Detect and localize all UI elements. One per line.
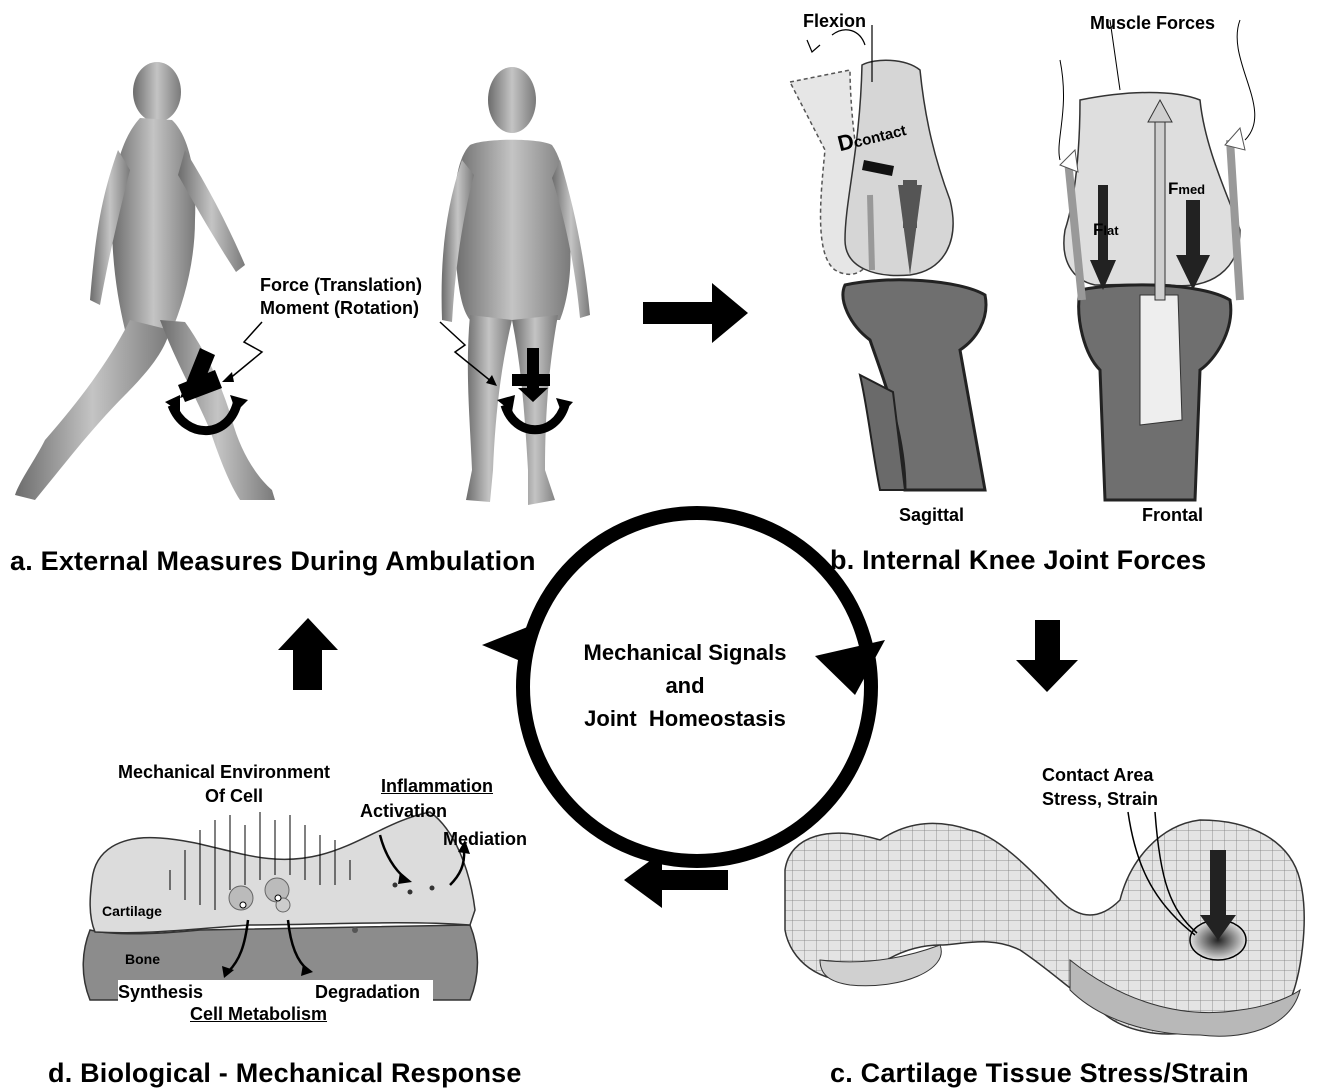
- walking-figure-side: [15, 62, 275, 500]
- moment-label: Moment (Rotation): [260, 298, 419, 319]
- activation-label: Activation: [360, 801, 447, 822]
- degradation-label: Degradation: [315, 982, 420, 1003]
- panel-d-caption: d. Biological - Mechanical Response: [48, 1058, 522, 1089]
- flow-arrow-b-to-c: [1016, 620, 1078, 692]
- flow-arrow-d-to-a: [278, 618, 338, 690]
- mech-env-label: Mechanical Environment: [118, 762, 330, 783]
- cartilage-mesh: [785, 812, 1304, 1036]
- f-lat-label: Flat: [1093, 220, 1119, 240]
- panel-a-caption: a. External Measures During Ambulation: [10, 546, 536, 577]
- mediation-label: Mediation: [443, 829, 527, 850]
- bone-label: Bone: [125, 951, 160, 967]
- contact-area-label: Contact Area: [1042, 765, 1153, 786]
- center-line-1: Mechanical Signals: [560, 636, 810, 669]
- center-line-3: Joint Homeostasis: [560, 702, 810, 735]
- cell-metabolism-label: Cell Metabolism: [190, 1004, 327, 1025]
- frontal-knee: [1059, 20, 1255, 500]
- flexion-label: Flexion: [803, 11, 866, 32]
- cartilage-label: Cartilage: [102, 903, 162, 919]
- force-leader-line-left: [228, 322, 262, 380]
- of-cell-label: Of Cell: [205, 786, 263, 807]
- panel-b-caption: b. Internal Knee Joint Forces: [830, 545, 1206, 576]
- walking-figure-front: [442, 67, 590, 505]
- center-line-2: and: [560, 669, 810, 702]
- sagittal-label: Sagittal: [899, 505, 964, 526]
- stress-strain-label: Stress, Strain: [1042, 789, 1158, 810]
- flow-arrow-a-to-b: [643, 283, 748, 343]
- panel-c-caption: c. Cartilage Tissue Stress/Strain: [830, 1058, 1249, 1089]
- frontal-label: Frontal: [1142, 505, 1203, 526]
- center-title: Mechanical Signals and Joint Homeostasis: [560, 636, 810, 735]
- f-med-label: Fmed: [1168, 179, 1205, 199]
- inflammation-label: Inflammation: [381, 776, 493, 797]
- synthesis-label: Synthesis: [118, 982, 203, 1003]
- sagittal-knee: [790, 25, 986, 490]
- muscle-forces-label: Muscle Forces: [1090, 13, 1215, 34]
- force-label: Force (Translation): [260, 275, 422, 296]
